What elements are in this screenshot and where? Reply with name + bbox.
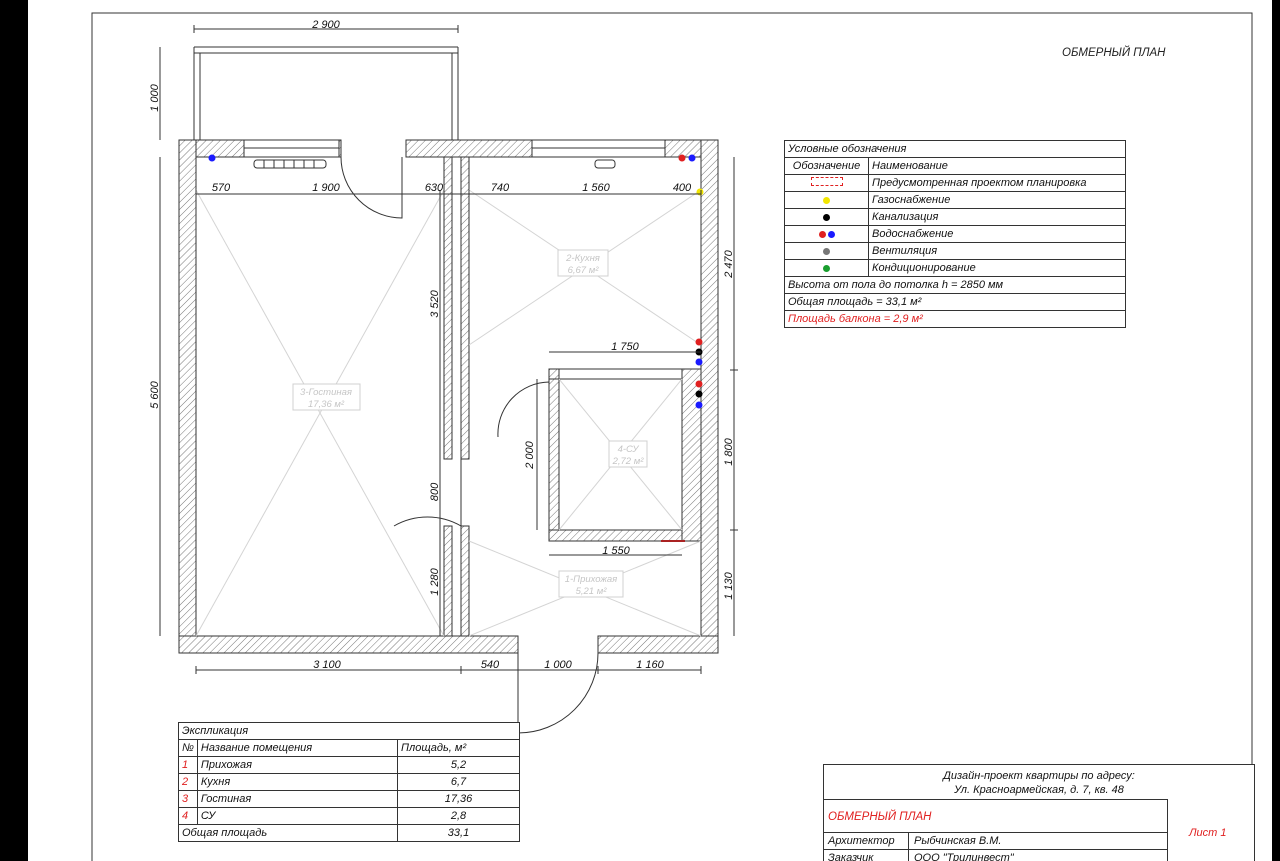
project-address: Дизайн-проект квартиры по адресу: Ул. Кр… — [943, 770, 1135, 796]
dim-door-width: 800 — [429, 482, 441, 501]
water-dot — [678, 154, 686, 162]
balcony — [193, 46, 459, 140]
table-row: Общая площадь 33,1 — [177, 824, 520, 842]
table-row: 1 Прихожая 5,2 — [178, 756, 520, 774]
dim-partition: 3 520 — [429, 289, 441, 317]
water-dot — [695, 338, 703, 346]
radiators — [253, 159, 616, 169]
dim-bottom-2: 540 — [481, 659, 500, 671]
expl-col-area: Площадь, м² — [397, 739, 520, 757]
legend-col-name: Наименование — [868, 157, 1126, 175]
legend-row: Канализация — [784, 208, 1126, 226]
legend-row: Вентиляция — [784, 242, 1126, 260]
dimension-lines — [159, 25, 738, 674]
dim-top-1: 570 — [212, 182, 231, 194]
legend-row: Предусмотренная проектом планировка — [784, 174, 1126, 192]
floor-plan: 2 900 1 000 5 600 570 1 900 630 740 1 56… — [91, 12, 1253, 861]
legend-col-symbol: Обозначение — [784, 157, 869, 175]
legend-table: Условные обозначения Обозначение Наимено… — [784, 140, 1126, 328]
dim-kitchen-height: 2 470 — [723, 249, 735, 278]
gas-icon — [823, 196, 830, 204]
dim-bottom-3: 1 000 — [544, 659, 572, 671]
sheet-number: Лист 1 — [1189, 827, 1227, 839]
water-dot — [695, 401, 703, 409]
explication-table: Экспликация № Название помещения Площадь… — [177, 722, 520, 842]
dim-lower-wall: 1 280 — [429, 567, 441, 595]
sewage-dot — [695, 390, 703, 398]
svg-text:17,36 м²: 17,36 м² — [308, 399, 345, 410]
expl-col-name: Название помещения — [196, 739, 399, 757]
legend-row: Кондиционирование — [784, 259, 1126, 277]
svg-text:2-Кухня: 2-Кухня — [565, 253, 600, 264]
dim-bath-outer: 1 800 — [723, 437, 735, 465]
expl-total-value: 33,1 — [397, 824, 520, 842]
svg-text:1-Прихожая: 1-Прихожая — [565, 574, 618, 585]
svg-text:2,72 м²: 2,72 м² — [612, 456, 645, 467]
dim-balcony-depth: 1 000 — [149, 83, 161, 111]
explication-title: Экспликация — [178, 722, 520, 740]
room-label-kitchen: 2-Кухня 6,67 м² — [557, 249, 609, 277]
table-row: 2 Кухня 6,7 — [178, 773, 520, 791]
dim-bath-bottom: 1 550 — [602, 545, 630, 557]
windows — [243, 139, 683, 380]
total-area-note: Общая площадь = 33,1 м² — [784, 293, 1126, 311]
architect-value: Рыбчинская В.М. — [914, 835, 1002, 847]
architect-label: Архитектор — [828, 835, 895, 847]
title-block: Дизайн-проект квартиры по адресу: Ул. Кр… — [823, 764, 1255, 861]
water-cold-icon — [827, 230, 835, 238]
svg-text:3-Гостиная: 3-Гостиная — [300, 387, 352, 398]
expl-col-no: № — [178, 739, 198, 757]
svg-text:4-СУ: 4-СУ — [618, 444, 640, 455]
svg-text:6,67 м²: 6,67 м² — [568, 265, 600, 276]
dim-balcony-width: 2 900 — [311, 19, 340, 31]
dim-bottom-1: 3 100 — [313, 659, 341, 671]
expl-total-label: Общая площадь — [177, 824, 399, 842]
room-label-living: 3-Гостиная 17,36 м² — [292, 383, 361, 411]
legend-row: Водоснабжение — [784, 225, 1126, 243]
water-dot — [208, 154, 216, 162]
drawing-sheet: 2 900 1 000 5 600 570 1 900 630 740 1 56… — [28, 0, 1272, 861]
water-dot — [688, 154, 696, 162]
balcony-area-note: Площадь балкона = 2,9 м² — [784, 310, 1126, 328]
dim-top-2: 1 900 — [312, 182, 340, 194]
client-label: Заказчик — [828, 852, 874, 861]
ventilation-icon — [823, 247, 830, 255]
svg-text:5,21 м²: 5,21 м² — [576, 586, 608, 597]
table-row: 3 Гостиная 17,36 — [178, 790, 520, 808]
legend-row: Газоснабжение — [784, 191, 1126, 209]
dim-bath-top: 1 750 — [611, 341, 639, 353]
dim-top-5: 1 560 — [582, 182, 610, 194]
planning-icon — [810, 177, 843, 186]
water-dot — [695, 358, 703, 366]
dim-total-height: 5 600 — [149, 380, 161, 408]
room-label-bath: 4-СУ 2,72 м² — [608, 440, 648, 468]
water-hot-icon — [818, 230, 826, 238]
dim-bottom-4: 1 160 — [636, 659, 664, 671]
legend-title: Условные обозначения — [784, 140, 1126, 158]
dim-hall-height: 1 130 — [723, 571, 735, 599]
sewage-icon — [823, 213, 830, 221]
drawing-title: ОБМЕРНЫЙ ПЛАН — [1062, 47, 1166, 59]
air-conditioning-icon — [823, 264, 830, 272]
table-row: 4 СУ 2,8 — [178, 807, 520, 825]
height-note: Высота от пола до потолка h = 2850 мм — [784, 276, 1126, 294]
sheet-frame — [91, 12, 1253, 861]
dim-top-4: 740 — [491, 182, 510, 194]
dim-bath-inner: 2 000 — [524, 440, 536, 469]
room-label-hall: 1-Прихожая 5,21 м² — [558, 570, 624, 598]
stamp-plan-title: ОБМЕРНЫЙ ПЛАН — [828, 811, 932, 823]
water-dot — [695, 380, 703, 388]
walls — [178, 139, 719, 654]
dim-top-3: 630 — [425, 182, 444, 194]
dim-top-6: 400 — [673, 182, 692, 194]
client-value: ООО "Трилинвест" — [914, 852, 1014, 861]
